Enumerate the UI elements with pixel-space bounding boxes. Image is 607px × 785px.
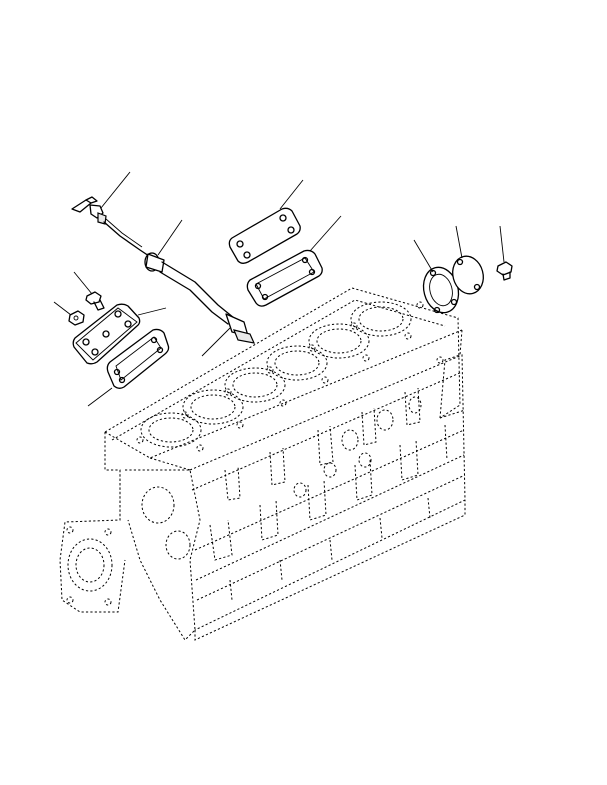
hex-bolt-left bbox=[85, 291, 105, 311]
engine-block bbox=[59, 287, 466, 641]
callout-leaders bbox=[53, 171, 505, 407]
leader-side-cover-plate bbox=[137, 307, 167, 316]
leader-tube-fitting bbox=[201, 327, 231, 357]
leader-hex-nut-left bbox=[53, 301, 72, 316]
dipstick-rod bbox=[103, 218, 153, 259]
hex-nut-left bbox=[68, 310, 85, 326]
dipstick-handle bbox=[71, 196, 107, 225]
center-cover-gasket bbox=[246, 249, 323, 307]
leader-hex-bolt-left bbox=[73, 271, 93, 295]
leader-side-gasket bbox=[87, 387, 113, 407]
side-cover-plate bbox=[72, 303, 141, 365]
leader-guide-tube bbox=[157, 219, 183, 256]
leader-round-plate bbox=[455, 225, 463, 259]
center-cover-plate bbox=[228, 207, 301, 264]
leader-dipstick-handle bbox=[100, 171, 131, 209]
leader-center-gasket bbox=[309, 215, 342, 252]
hex-bolt-right bbox=[496, 261, 513, 281]
side-cover-gasket bbox=[106, 328, 170, 389]
round-cover-plate bbox=[452, 255, 484, 295]
leader-round-gasket bbox=[413, 239, 434, 273]
leader-hex-bolt-right bbox=[499, 225, 505, 263]
leader-center-plate bbox=[279, 179, 304, 210]
dipstick-guide-tube bbox=[144, 252, 256, 344]
cylinder-bores bbox=[140, 301, 412, 448]
